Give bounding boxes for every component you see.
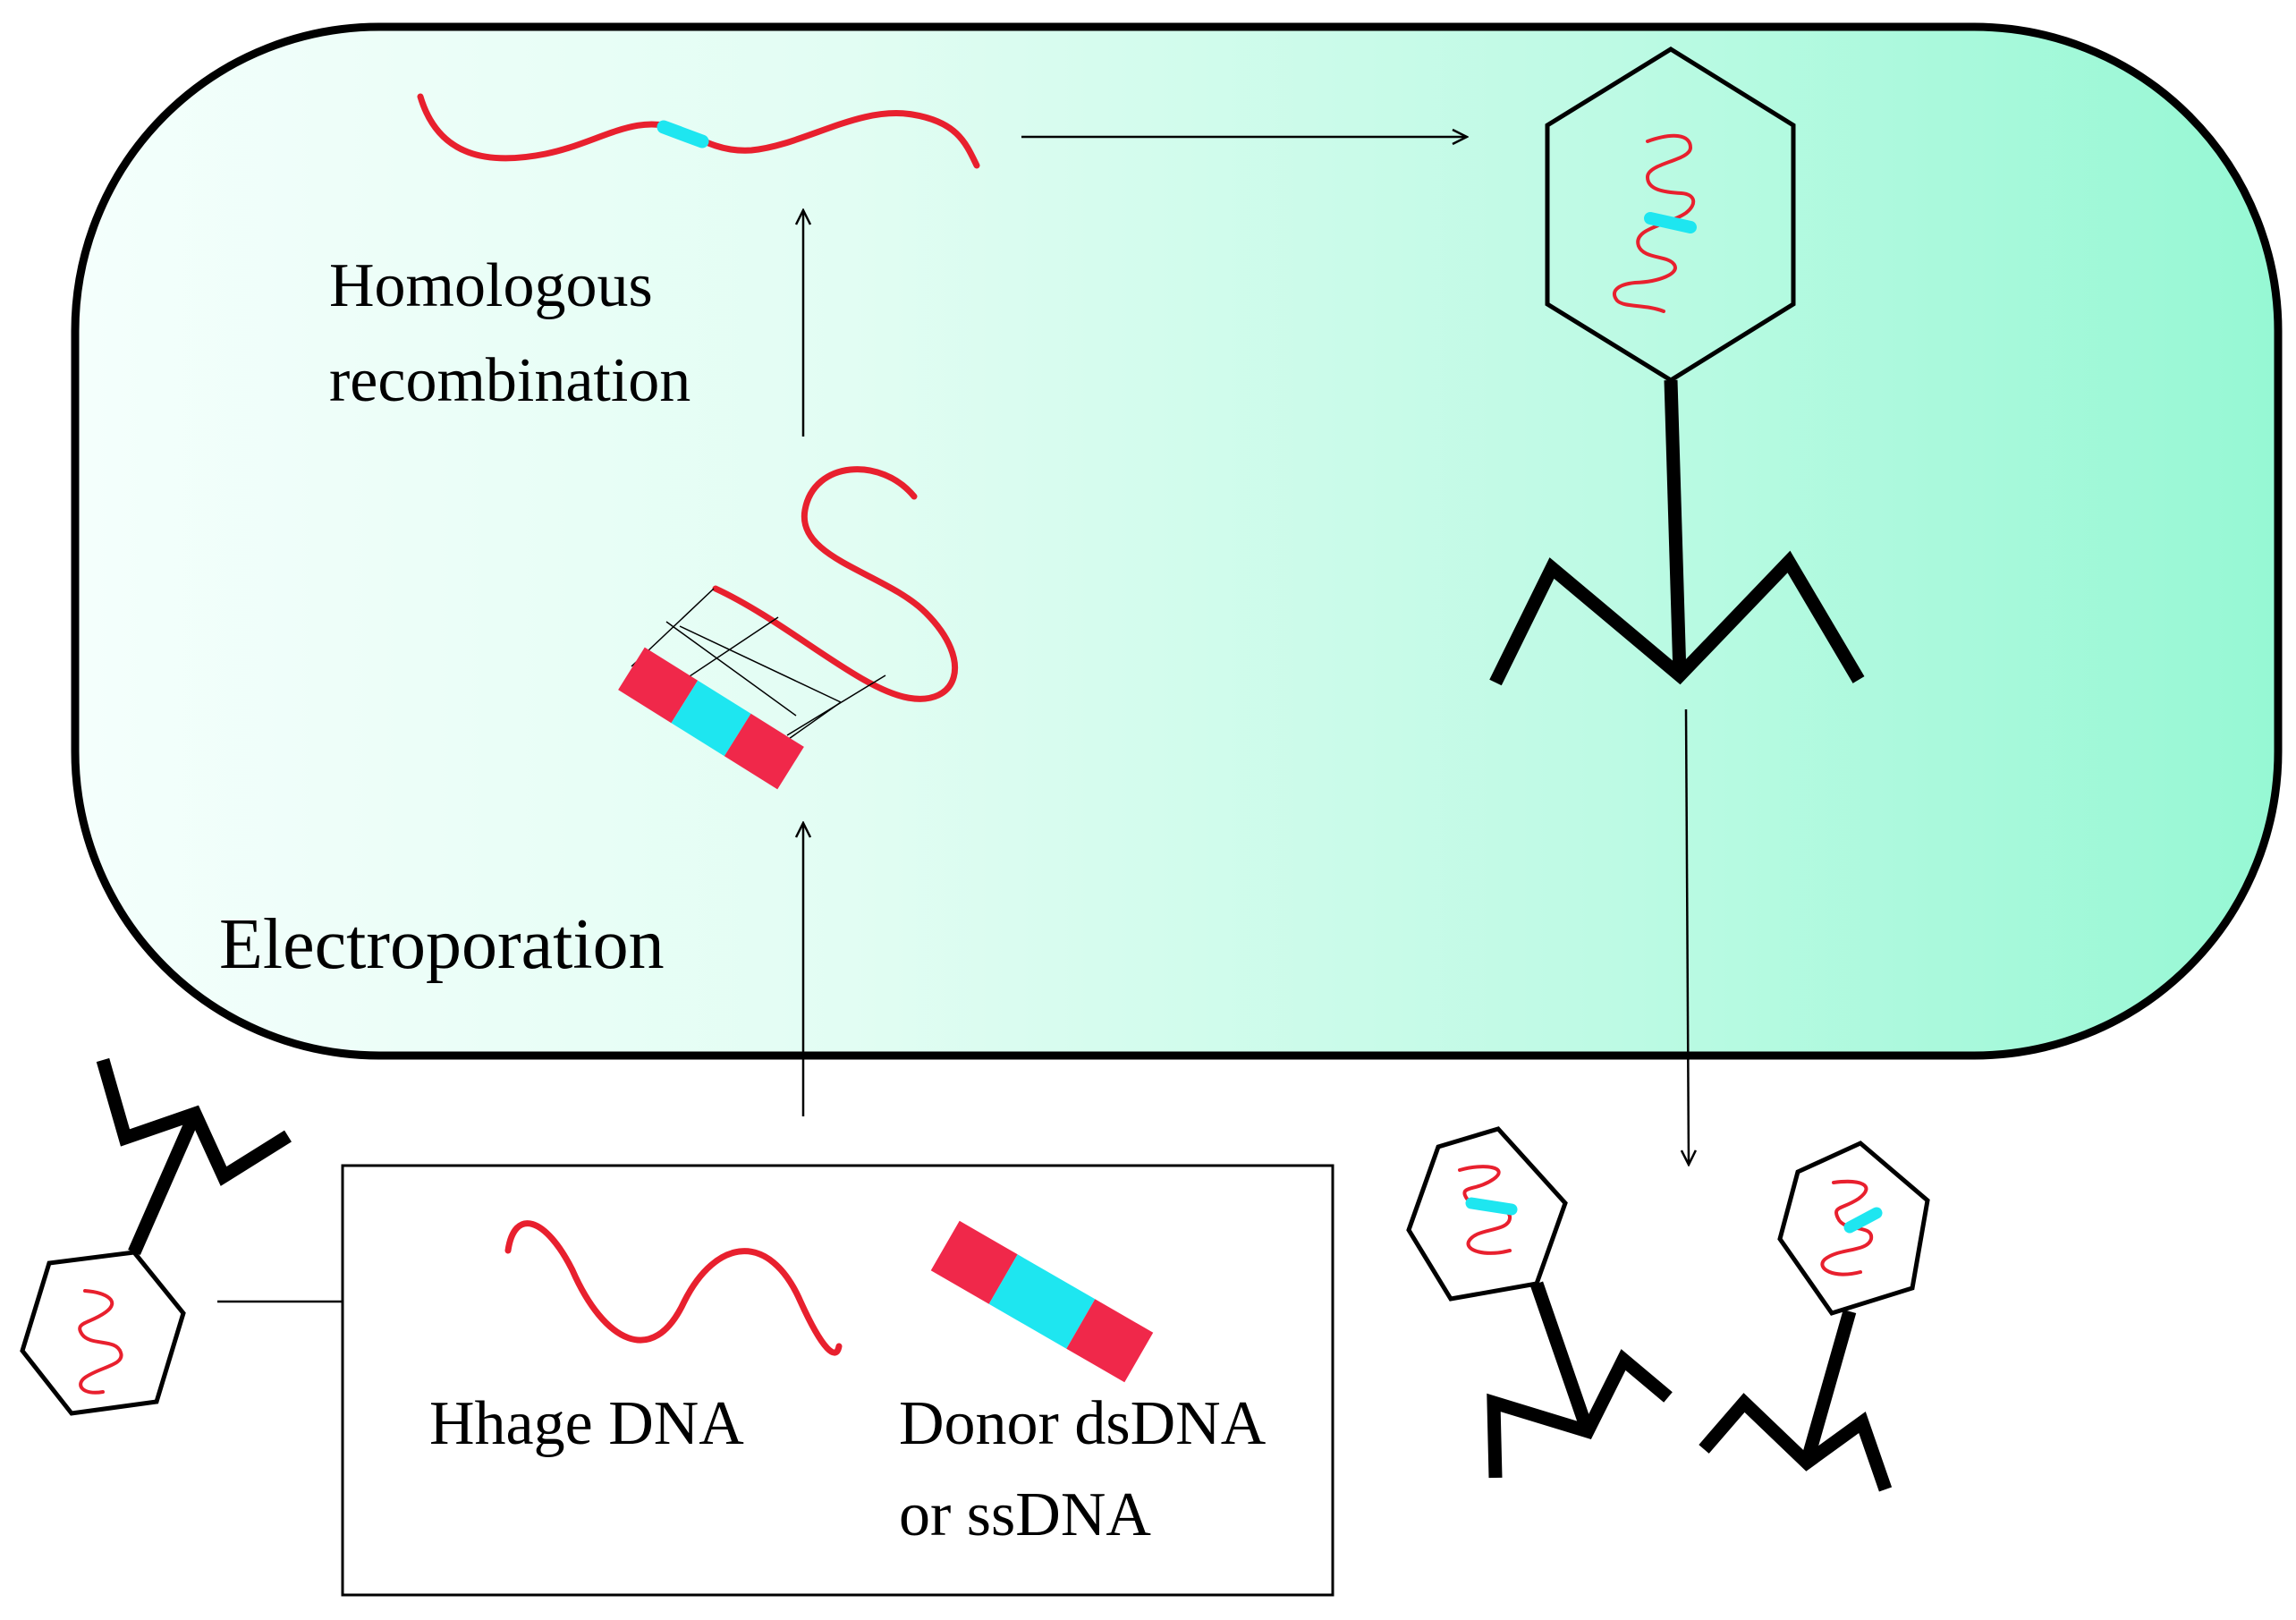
donor-label-line2: or ssDNA [899,1480,1151,1549]
donor-label-line1: Donor dsDNA [899,1389,1267,1458]
homologous-label-line2: recombination [329,346,690,415]
phage-icon [20,1057,292,1416]
homologous-label-line1: Homologous [329,251,653,320]
bacterial-cell [71,22,2283,1060]
phage-icon [1699,1141,1930,1492]
phage-dna-label: Hhage DNA [429,1389,744,1458]
recombinant-dna-icon [417,93,980,169]
donor-dna-icon [930,1220,1154,1383]
phage-dna-icon [504,1220,843,1356]
electroporation-label: Electroporation [219,905,665,984]
arrow-icon [1686,708,1689,1165]
phage-icon [1406,1126,1673,1479]
phage-icon [1489,47,1865,686]
recombination-intermediate [618,466,959,790]
inputs-box [341,1164,1334,1597]
